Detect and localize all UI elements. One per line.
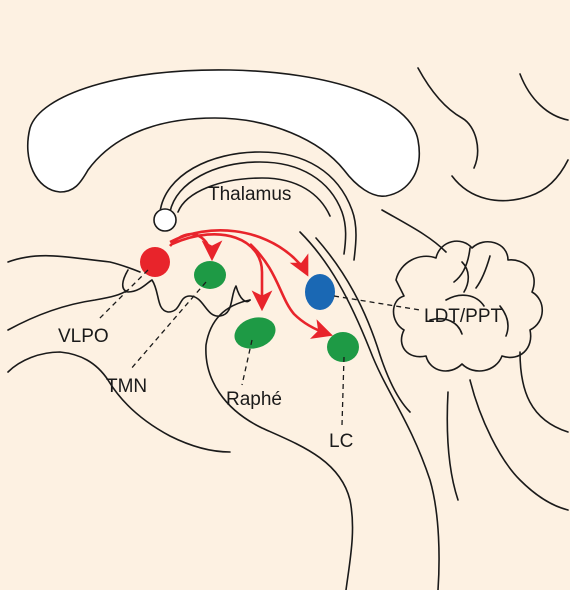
tmn-label: TMN: [106, 376, 147, 397]
ldt-ppt-leader-line: [333, 295, 421, 311]
thalamus-outline: [177, 177, 331, 217]
brainstem-anterior: [205, 299, 354, 590]
hypothalamus-outline: [121, 269, 251, 317]
brainstem-posterior: [299, 231, 440, 590]
vlpo-nucleus: [140, 247, 170, 277]
cerebellum: [392, 240, 544, 372]
fourth-ventricle: [315, 237, 411, 413]
raphe-label: Raphé: [226, 389, 282, 410]
lc-nucleus: [327, 332, 359, 362]
anterior-commissure: [153, 208, 177, 232]
ldt-ppt-label: LDT/PPT: [424, 306, 503, 327]
brain-outline: [7, 254, 231, 453]
raphe-leader-line: [241, 339, 253, 386]
vlpo-leader-line: [97, 269, 149, 321]
raphe-nucleus: [234, 317, 276, 349]
projection-vlpo-to-ldt-ppt: [169, 229, 309, 277]
tmn-leader-line: [129, 281, 207, 371]
cerebellum-folia: [429, 247, 509, 337]
thalamus-label: Thalamus: [208, 184, 291, 205]
projection-vlpo-to-lc: [249, 243, 333, 339]
ldt-ppt-nucleus: [305, 274, 335, 310]
corpus-callosum: [26, 69, 421, 197]
projection-vlpo-to-raphe: [171, 233, 273, 312]
fornix: [159, 151, 357, 261]
fornix-inner: [169, 161, 347, 255]
cortex-lower-right: [446, 351, 569, 511]
lc-leader-line: [341, 356, 345, 426]
tmn-nucleus: [194, 261, 226, 289]
lc-label: LC: [329, 431, 353, 452]
cortex-occipital: [381, 67, 569, 253]
vlpo-label: VLPO: [58, 326, 109, 347]
